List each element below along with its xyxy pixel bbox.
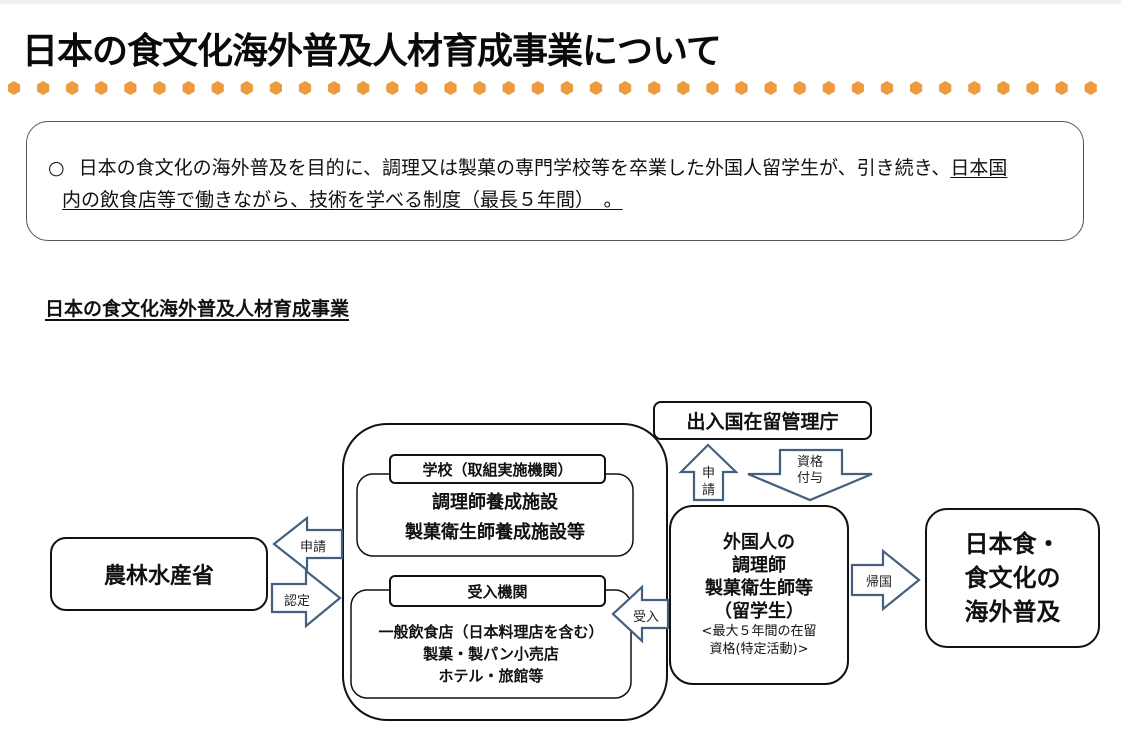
bullet-circle-icon: ○ bbox=[48, 157, 65, 179]
hexagon-dot bbox=[910, 81, 923, 95]
immigration-label: 出入国在留管理庁 bbox=[686, 411, 839, 433]
arrow-label-apply-immigration: 申 bbox=[702, 466, 716, 481]
hexagon-dot bbox=[211, 81, 224, 95]
hexagon-dot bbox=[298, 81, 312, 95]
arrow-accept bbox=[611, 584, 670, 644]
hexagon-dot bbox=[560, 81, 573, 95]
hexagon-dot bbox=[706, 81, 719, 95]
hexagon-dot bbox=[793, 81, 806, 95]
host-content: 一般飲食店（日本料理店を含む） 製菓・製パン小売店 ホテル・旅館等 bbox=[351, 620, 631, 688]
intro-text-underlined-2: 内の飲食店等で働きながら、技術を学べる制度（最長５年間） 。 bbox=[62, 189, 623, 211]
hexagon-dot bbox=[66, 81, 79, 95]
intro-text: ○ 日本の食文化の海外普及を目的に、調理又は製菓の専門学校等を卒業した外国人留学生… bbox=[48, 152, 1068, 216]
student-line: （留学生） bbox=[714, 601, 804, 622]
arrow-certify bbox=[270, 568, 342, 629]
hexagon-dot bbox=[328, 81, 341, 95]
hexagon-dot bbox=[7, 81, 21, 95]
hexagon-dot bbox=[240, 81, 253, 95]
hexagon-dot bbox=[851, 81, 864, 95]
hexagon-dot bbox=[619, 81, 632, 95]
student-note: 資格(特定活動)> bbox=[709, 642, 809, 657]
student-line: 調理師 bbox=[732, 555, 786, 576]
hexagon-dot bbox=[764, 81, 777, 95]
outcome-box: 日本食・ 食文化の 海外普及 bbox=[925, 508, 1100, 648]
hexagon-dot bbox=[502, 81, 515, 95]
arrow-apply-to-ministry bbox=[272, 515, 344, 573]
student-line: 外国人の bbox=[723, 532, 795, 553]
school-line: 製菓衛生師養成施設等 bbox=[405, 522, 585, 543]
arrow-label-certify: 認定 bbox=[284, 594, 311, 609]
school-content: 調理師養成施設 製菓衛生師養成施設等 bbox=[357, 486, 633, 550]
host-line: 一般飲食店（日本料理店を含む） bbox=[378, 623, 604, 641]
hexagon-dot bbox=[531, 81, 544, 95]
immigration-box: 出入国在留管理庁 bbox=[653, 401, 872, 440]
arrow-label-apply-ministry: 申請 bbox=[300, 540, 327, 555]
hexagon-dot bbox=[880, 81, 894, 95]
host-tab: 受入機関 bbox=[389, 575, 606, 607]
outcome-line: 日本食・ bbox=[964, 530, 1061, 558]
hexagon-dot bbox=[1055, 81, 1068, 95]
hexagon-dot bbox=[1026, 81, 1039, 95]
outcome-line: 食文化の bbox=[964, 564, 1061, 592]
ministry-box: 農林水産省 bbox=[50, 537, 268, 611]
hexagon-dot-divider bbox=[7, 81, 1097, 95]
hexagon-dot bbox=[968, 81, 981, 95]
intro-text-plain: 日本の食文化の海外普及を目的に、調理又は製菓の専門学校等を卒業した外国人留学生が… bbox=[78, 157, 951, 179]
hexagon-dot bbox=[269, 81, 282, 95]
host-line: 製菓・製パン小売店 bbox=[423, 645, 559, 663]
hexagon-dot bbox=[648, 81, 661, 95]
top-border bbox=[0, 0, 1121, 4]
intro-text-underlined-1: 日本国 bbox=[950, 157, 1008, 179]
school-tab-label: 学校（取組実施機関） bbox=[422, 460, 573, 479]
hexagon-dot bbox=[1084, 81, 1097, 95]
school-line: 調理師養成施設 bbox=[432, 492, 558, 513]
hexagon-dot bbox=[735, 81, 748, 95]
ministry-label: 農林水産省 bbox=[103, 564, 214, 589]
hexagon-dot bbox=[997, 81, 1010, 95]
school-tab: 学校（取組実施機関） bbox=[389, 454, 606, 484]
intro-box bbox=[26, 121, 1084, 241]
arrow-grant-status bbox=[747, 448, 873, 502]
student-note: <最大５年間の在留 bbox=[701, 624, 817, 639]
hexagon-dot bbox=[473, 81, 486, 95]
outcome-line: 海外普及 bbox=[964, 598, 1061, 626]
hexagon-dot bbox=[124, 81, 137, 95]
hexagon-dot bbox=[415, 81, 428, 95]
hexagon-dot bbox=[37, 81, 50, 95]
hexagon-dot bbox=[95, 81, 108, 95]
arrow-label-accept: 受入 bbox=[633, 610, 660, 625]
hexagon-dot bbox=[153, 81, 166, 95]
arrow-label-apply-immigration: 請 bbox=[702, 483, 716, 498]
arrow-label-return-home: 帰国 bbox=[866, 575, 893, 590]
student-line: 製菓衛生師等 bbox=[705, 578, 813, 599]
arrow-return-home bbox=[850, 548, 921, 612]
host-tab-label: 受入機関 bbox=[467, 582, 528, 601]
arrow-apply-to-immigration bbox=[678, 443, 739, 502]
hexagon-dot bbox=[677, 81, 690, 95]
hexagon-dot bbox=[939, 81, 952, 95]
hexagon-dot bbox=[589, 81, 603, 95]
arrow-label-grant-status: 付与 bbox=[797, 471, 824, 486]
student-box: 外国人の 調理師 製菓衛生師等 （留学生） <最大５年間の在留 資格(特定活動)… bbox=[669, 505, 849, 685]
hexagon-dot bbox=[357, 81, 370, 95]
hexagon-dot bbox=[822, 81, 835, 95]
page-title: 日本の食文化海外普及人材育成事業について bbox=[22, 31, 722, 72]
hexagon-dot bbox=[386, 81, 399, 95]
arrow-label-grant-status: 資格 bbox=[797, 455, 824, 470]
section-title: 日本の食文化海外普及人材育成事業 bbox=[45, 298, 350, 320]
host-line: ホテル・旅館等 bbox=[438, 667, 544, 685]
hexagon-dot bbox=[444, 81, 457, 95]
hexagon-dot bbox=[182, 81, 195, 95]
